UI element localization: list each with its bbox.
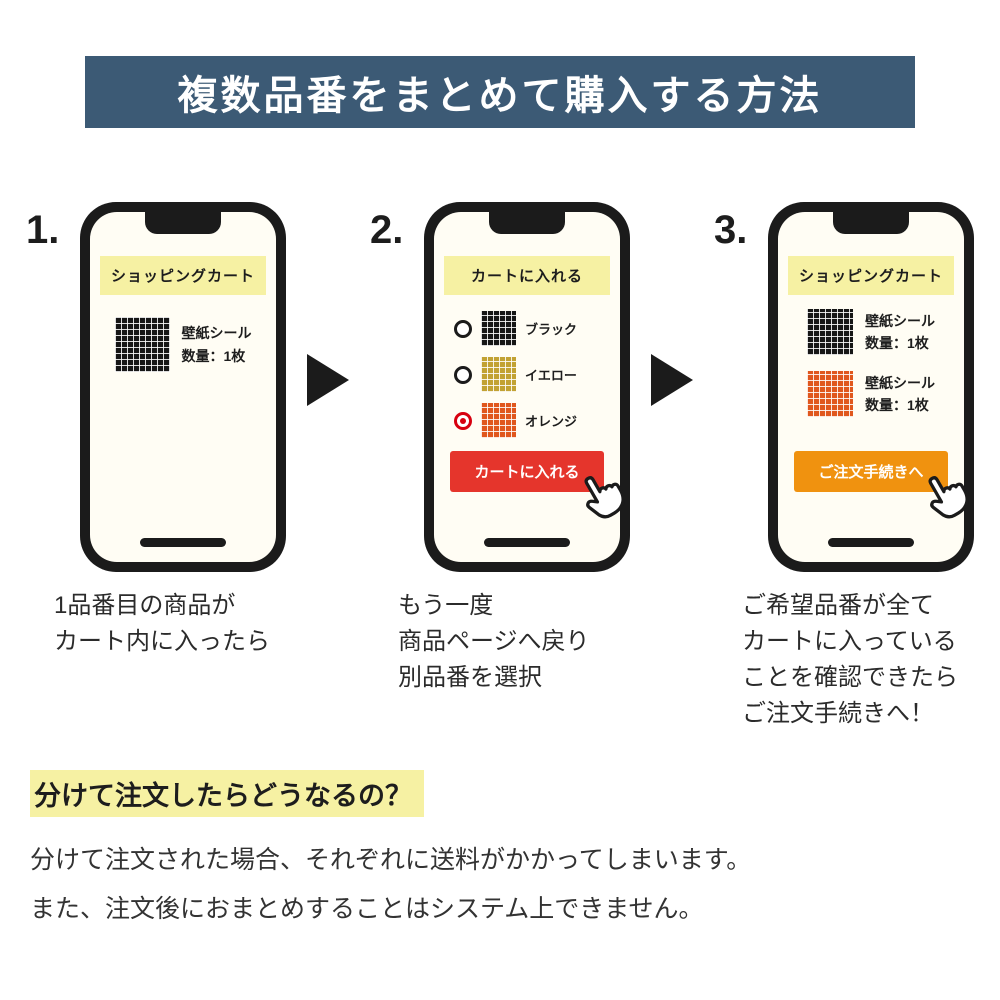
option-label: オレンジ [525, 414, 578, 429]
phone-notch [145, 212, 221, 234]
checkout-button-wrap: ご注文手続きへ [788, 451, 969, 519]
item-qty: 数量：1枚 [181, 347, 246, 364]
radio-icon[interactable] [454, 319, 472, 338]
step-1: 1. ショッピングカート 壁紙シール 数量：1枚 1品番目の商品が カート内に入… [26, 202, 286, 660]
phone-3: ショッピングカート 壁紙シール 数量：1枚 壁紙シール 数量：1枚 [768, 202, 974, 572]
checkout-button[interactable]: ご注文手続きへ [794, 451, 948, 492]
product-swatch-icon [481, 357, 516, 392]
option-black[interactable]: ブラック [454, 311, 610, 346]
banner-title: 複数品番をまとめて購入する方法 [177, 74, 823, 118]
option-yellow[interactable]: イエロー [454, 357, 610, 392]
phone-1: ショッピングカート 壁紙シール 数量：1枚 [80, 202, 286, 572]
phone-2: カートに入れる ブラック イエロー [424, 202, 630, 572]
product-swatch-icon [807, 309, 853, 355]
phone-2-header: カートに入れる [444, 256, 610, 295]
hand-cursor-icon [584, 476, 625, 519]
note-heading-highlight: 分けて注文したらどうなるの？ [30, 770, 424, 817]
note-heading: 分けて注文したらどうなるの？ [30, 770, 970, 817]
note-body-line-1: 分けて注文された場合、それぞれに送料がかかってしまいます。 [30, 846, 752, 874]
step-3-number: 3. [714, 208, 748, 252]
banner: 複数品番をまとめて購入する方法 [85, 56, 915, 128]
item-qty: 数量：1枚 [865, 335, 929, 351]
phone-1-screen: ショッピングカート 壁紙シール 数量：1枚 [90, 212, 276, 562]
hand-cursor-icon [928, 476, 969, 519]
cart-item: 壁紙シール 数量：1枚 [100, 317, 266, 372]
item-name: 壁紙シール [181, 325, 252, 342]
home-indicator [140, 538, 226, 547]
product-swatch-icon [481, 403, 516, 438]
option-label: イエロー [525, 368, 577, 383]
note-section: 分けて注文したらどうなるの？ 分けて注文された場合、それぞれに送料がかかってしま… [30, 770, 970, 927]
arrow-right-icon [307, 354, 349, 406]
step-2-caption: もう一度 商品ページへ戻り 別品番を選択 [398, 592, 590, 691]
arrow-right-icon [651, 354, 693, 406]
phone-1-header: ショッピングカート [100, 256, 266, 295]
product-swatch-icon [807, 371, 853, 417]
option-orange[interactable]: オレンジ [454, 403, 610, 438]
phone-3-header: ショッピングカート [788, 256, 954, 295]
home-indicator [828, 538, 914, 547]
item-name: 壁紙シール [865, 374, 935, 391]
color-options: ブラック イエロー オレンジ [444, 311, 610, 449]
cart-item-text: 壁紙シール 数量：1枚 [865, 310, 935, 355]
phone-notch [833, 212, 909, 234]
item-name: 壁紙シール [865, 312, 935, 329]
cart-item: 壁紙シール 数量：1枚 [788, 371, 954, 417]
step-3-caption: ご希望品番が全て カートに入っている ことを確認できたら ご注文手続きへ！ [742, 592, 958, 727]
add-to-cart-button[interactable]: カートに入れる [450, 451, 604, 492]
add-to-cart-button-wrap: カートに入れる [444, 451, 625, 519]
note-body-line-2: また、注文後におまとめすることはシステム上できません。 [30, 895, 704, 923]
step-2-number: 2. [370, 208, 404, 252]
radio-icon[interactable] [454, 411, 472, 430]
cart-item-text: 壁紙シール 数量：1枚 [865, 372, 935, 417]
home-indicator [484, 538, 570, 547]
option-label: ブラック [525, 322, 578, 337]
step-1-number: 1. [26, 208, 60, 252]
steps-row: 1. ショッピングカート 壁紙シール 数量：1枚 1品番目の商品が カート内に入… [0, 202, 1000, 732]
step-2: 2. カートに入れる ブラック イエロー [370, 202, 630, 696]
product-swatch-icon [481, 311, 516, 346]
item-qty: 数量：1枚 [865, 397, 929, 413]
product-swatch-icon [114, 317, 170, 372]
cart-item-text: 壁紙シール 数量：1枚 [182, 322, 252, 367]
radio-icon[interactable] [454, 365, 472, 384]
phone-notch [489, 212, 565, 234]
cart-item: 壁紙シール 数量：1枚 [788, 309, 954, 355]
step-1-caption: 1品番目の商品が カート内に入ったら [54, 592, 270, 655]
step-3: 3. ショッピングカート 壁紙シール 数量：1枚 [714, 202, 974, 732]
phone-2-screen: カートに入れる ブラック イエロー [434, 212, 625, 562]
phone-3-screen: ショッピングカート 壁紙シール 数量：1枚 壁紙シール 数量：1枚 [778, 212, 969, 562]
